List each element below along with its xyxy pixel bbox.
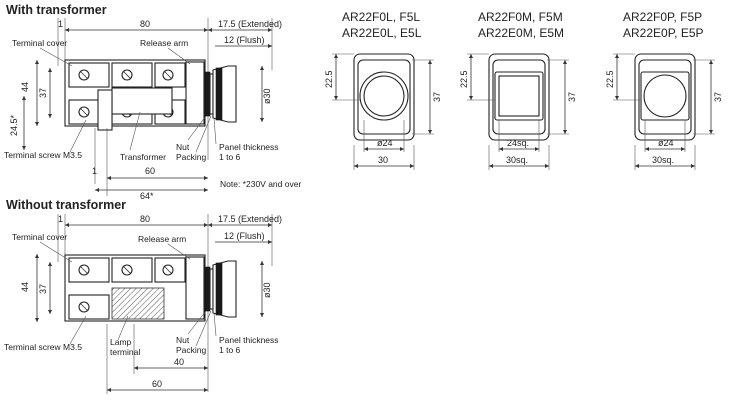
- dim-label-80: 80: [140, 214, 150, 224]
- dim-label-40: 40: [174, 357, 184, 367]
- switch-body: [64, 254, 237, 322]
- dim-vertical: 37: [713, 92, 723, 102]
- dim-width: 30sq.: [652, 155, 674, 165]
- dim-height: 22.5: [605, 70, 615, 88]
- dim-label-1: 1: [58, 19, 63, 29]
- dim-face: ø24: [377, 138, 393, 148]
- front-view-square: AR22F0M, F5M AR22E0M, E5M 24sq. 30sq. 22…: [459, 10, 577, 170]
- callout-panel-thickness: Panel thickness: [219, 142, 279, 152]
- footnote: Note: *230V and over: [220, 179, 301, 189]
- bezel-ring: [215, 67, 223, 121]
- nut: [204, 71, 211, 117]
- bezel-ring: [215, 262, 223, 316]
- model-line-2: AR22E0L, E5L: [342, 26, 422, 40]
- transformer-box: [111, 87, 173, 115]
- dim-label-flush: 12 (Flush): [224, 231, 265, 241]
- dim-face: 24sq.: [507, 138, 529, 148]
- dim-label-64: 64*: [140, 191, 154, 201]
- section-title-with-transformer: With transformer: [6, 3, 107, 17]
- callout-terminal-screw: Terminal screw M3.5: [4, 150, 82, 160]
- dim-label-extended: 17.5 (Extended): [218, 19, 282, 29]
- dim-label-44: 44: [20, 82, 30, 92]
- model-line-2: AR22E0P, E5P: [623, 26, 704, 40]
- front-view-round: AR22F0L, F5L AR22E0L, E5L ø24 30 22.5 37: [324, 10, 442, 170]
- release-arm: [185, 61, 205, 125]
- dim-label-1: 1: [58, 214, 63, 224]
- dim-height: 22.5: [459, 70, 469, 88]
- dim-label-44: 44: [20, 282, 30, 292]
- callout-lamp-terminal: terminal: [110, 347, 140, 357]
- callout-packing: Packing: [176, 152, 207, 162]
- release-arm: [185, 256, 205, 320]
- dim-vertical: 37: [432, 92, 442, 102]
- dim-label-phi30: ø30: [262, 282, 272, 298]
- callout-terminal-cover: Terminal cover: [12, 38, 67, 48]
- front-view-round-square: AR22F0P, F5P AR22E0P, E5P ø24 30sq. 22.5…: [605, 10, 723, 170]
- section-title-without-transformer: Without transformer: [6, 198, 126, 212]
- model-line-1: AR22F0P, F5P: [623, 10, 702, 24]
- dim-label-37: 37: [38, 284, 48, 294]
- model-line-2: AR22E0M, E5M: [478, 26, 564, 40]
- model-line-1: AR22F0L, F5L: [342, 10, 420, 24]
- callout-nut: Nut: [176, 142, 190, 152]
- dim-width: 30sq.: [506, 155, 528, 165]
- dim-label-1b: 1: [92, 166, 97, 176]
- dim-label-80: 80: [140, 19, 150, 29]
- without-transformer-view: Without transformer 1 80 17.5 (Extended)…: [4, 198, 282, 394]
- callout-panel-range: 1 to 6: [219, 345, 241, 355]
- callout-terminal-cover: Terminal cover: [12, 232, 67, 242]
- lens-inner: [363, 75, 405, 117]
- dim-label-60: 60: [152, 379, 162, 389]
- callout-release-arm: Release arm: [140, 38, 188, 48]
- lamp-terminal-block: [111, 287, 165, 320]
- dim-label-60: 60: [145, 166, 155, 176]
- dim-vertical: 37: [567, 92, 577, 102]
- dim-height: 22.5: [324, 70, 334, 88]
- nut: [204, 266, 211, 312]
- callout-nut: Nut: [176, 335, 190, 345]
- dim-label-phi30: ø30: [262, 88, 272, 104]
- lens-inner: [498, 75, 540, 117]
- dim-width: 30: [378, 155, 388, 165]
- callout-panel-range: 1 to 6: [219, 152, 241, 162]
- callout-lamp: Lamp: [110, 337, 132, 347]
- transformer-side: [97, 89, 113, 131]
- model-line-1: AR22F0M, F5M: [478, 10, 563, 24]
- lens-round: [643, 74, 687, 118]
- dim-face: ø24: [658, 138, 674, 148]
- callout-terminal-screw: Terminal screw M3.5: [4, 342, 82, 352]
- dim-label-37: 37: [38, 88, 48, 98]
- callout-packing: Packing: [176, 345, 207, 355]
- dim-label-flush: 12 (Flush): [224, 35, 265, 45]
- with-transformer-view: With transformer 1 80 17.5 (Extended) 12…: [4, 3, 301, 201]
- dim-label-extended: 17.5 (Extended): [218, 214, 282, 224]
- callout-transformer: Transformer: [120, 152, 166, 162]
- dim-label-24-5: 24.5*: [9, 114, 19, 136]
- callout-panel-thickness: Panel thickness: [219, 335, 279, 345]
- switch-body: [64, 59, 237, 131]
- callout-release-arm: Release arm: [138, 234, 186, 244]
